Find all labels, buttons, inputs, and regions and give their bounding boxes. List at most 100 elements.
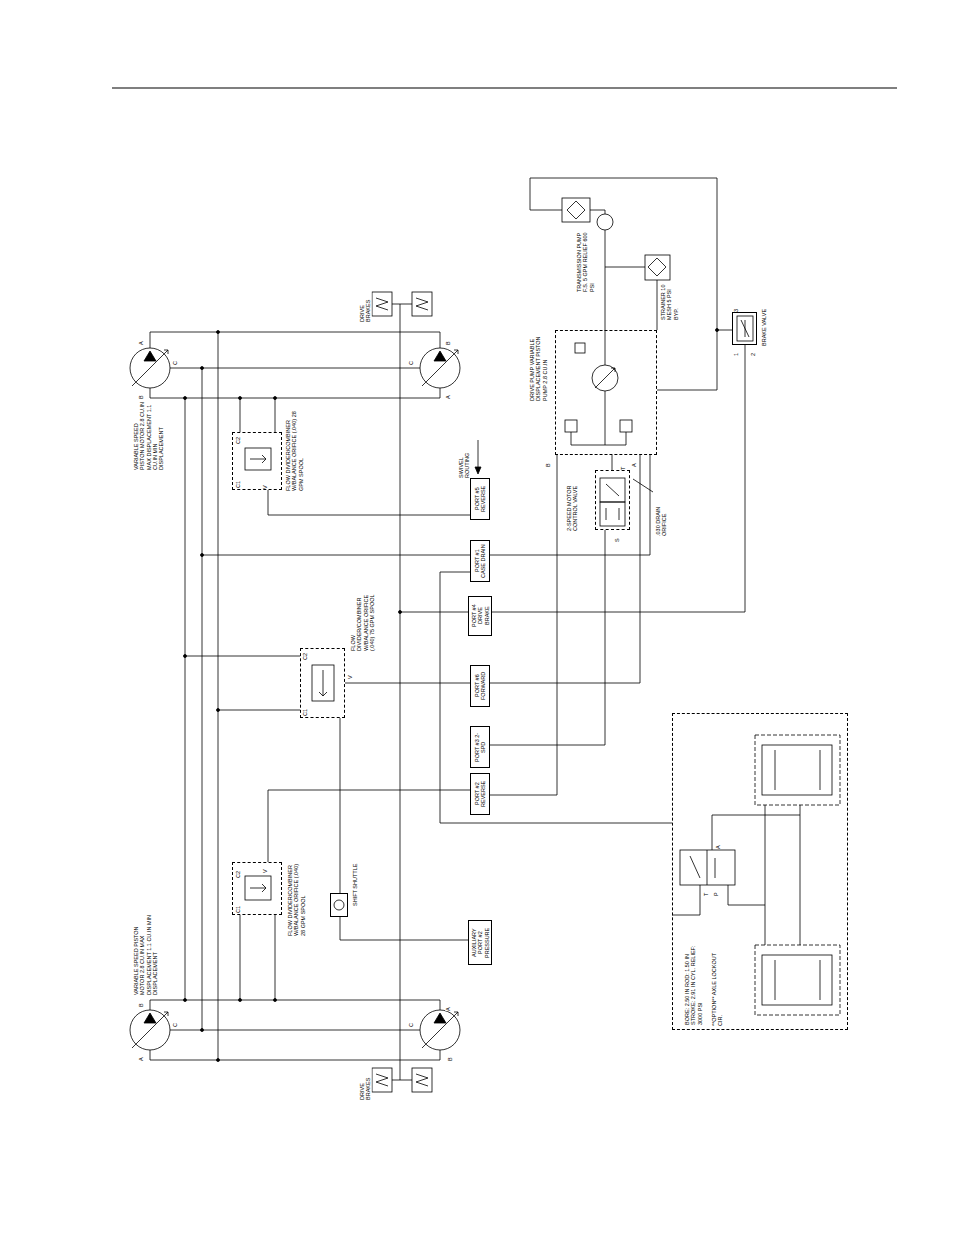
port-label: PORT #3 2-SPD: [474, 728, 487, 766]
port-box: PORT #6 FORWARD: [470, 665, 490, 707]
flow-divider-symbols: [245, 448, 334, 900]
port-letter-text: 3: [733, 303, 739, 312]
port-letter: V: [262, 864, 268, 882]
port-label: PORT #2 REVERSE: [474, 775, 487, 813]
port-letter: C: [408, 356, 414, 374]
annotation-text: VARIABLE SPEED PISTON MOTOR 2.8 CU.IN MA…: [133, 915, 158, 995]
port-letter: C: [172, 1018, 178, 1036]
component-label: **OPTION** AXLE LOCKOUT CIR.: [711, 946, 724, 1026]
port-letter: 2: [750, 347, 756, 365]
port-letter-text: A: [445, 1002, 451, 1011]
port-letter-text: A: [138, 336, 144, 345]
port-letter: A: [138, 336, 144, 354]
component-box: DRIVE PUMP VARIABLE DISPLACEMENT PISTON …: [555, 330, 657, 455]
port-letter: T: [620, 461, 626, 479]
port-letter: V: [262, 480, 268, 498]
port-letter-text: S: [614, 533, 620, 542]
port-letter-text: C: [172, 356, 178, 365]
port-letter: T: [703, 887, 709, 905]
hydraulic-line: [440, 572, 672, 823]
port-letter: A: [445, 390, 451, 408]
port-box: PORT #2 REVERSE: [470, 773, 490, 815]
port-letter-text: 2: [750, 347, 756, 356]
port-letter-text: A: [715, 840, 721, 849]
port-letter-text: P: [713, 887, 719, 896]
component-label: BRAKE VALVE: [761, 291, 767, 346]
annotation-text: BORE: 2.50 IN ROD: 1.50 IN STROKE: 2.91 …: [684, 945, 703, 1025]
port-letter: 3: [733, 303, 739, 321]
port-label: PORT #1 CASE DRAIN: [474, 542, 487, 580]
port-label: PORT #6 FORWARD: [474, 667, 487, 705]
valve-symbols: [475, 316, 753, 526]
port-letter: 1: [733, 347, 739, 365]
piston-motors: [130, 348, 460, 1050]
shuttle-valve-symbol: [334, 900, 344, 910]
port-letter-text: C2: [302, 650, 308, 660]
port-letter-text: B: [138, 390, 144, 399]
port-letter: C1: [235, 903, 241, 921]
annotation: SWIVEL ROUTING: [458, 436, 471, 478]
port-box: PORT #3 2-SPD: [470, 726, 490, 768]
port-letter: B: [545, 458, 551, 476]
annotation: VARIABLE SPEED PISTON MOTOR 2.8 CU.IN MA…: [133, 402, 165, 470]
hydraulic-line: [340, 718, 341, 893]
hydraulic-line: [612, 455, 613, 470]
annotation: STRAINER 10 MESH 5 PSI BYP.: [660, 284, 679, 320]
port-box: PORT #1 CASE DRAIN: [470, 540, 490, 582]
annotation-text: TRANSMISSION PUMP F.S. 5 GPM RELIEF 600 …: [576, 232, 595, 292]
hydraulic-line: [340, 917, 468, 940]
port-letter-text: C1: [302, 706, 308, 716]
component-box: 2-SPEED MOTOR CONTROL VALVE: [595, 470, 630, 530]
port-letter: C: [408, 1018, 414, 1036]
port-letter-text: T: [620, 461, 626, 470]
port-letter-text: C1: [235, 903, 241, 913]
annotation-text: .030 DRAIN ORIFICE: [655, 492, 668, 536]
port-letter-text: T: [703, 887, 709, 896]
hydraulic-line: [345, 683, 470, 684]
annotation: BORE: 2.50 IN ROD: 1.50 IN STROKE: 2.91 …: [684, 945, 703, 1025]
port-label: AUXILIARY PORT #2 PRESSURE: [471, 922, 490, 963]
port-letter: C2: [302, 650, 308, 668]
hydraulic-line: [490, 530, 605, 745]
motor-lines: [150, 331, 470, 1062]
port-letter-text: B: [545, 458, 551, 467]
component-box: SHIFT SHUTTLE: [330, 893, 348, 917]
port-letter: V: [347, 670, 353, 688]
annotation-text: VARIABLE SPEED PISTON MOTOR 2.8 CU.IN MA…: [133, 402, 165, 470]
component-label: SHIFT SHUTTLE: [352, 859, 358, 906]
port-letter-text: A: [445, 390, 451, 399]
annotation: VARIABLE SPEED PISTON MOTOR 2.8 CU.IN MA…: [133, 915, 158, 995]
port-letter-text: C2: [235, 434, 241, 444]
port-letter-text: C: [408, 356, 414, 365]
port-letter-text: C2: [235, 868, 241, 878]
port-letter-text: V: [262, 480, 268, 489]
component-label: FLOW DIVIDER/COMBINER W/BALANCE ORIFICE …: [285, 403, 304, 491]
annotation: DRIVE BRAKES: [359, 1062, 372, 1100]
port-letter: A: [631, 458, 637, 476]
port-letter-text: B: [138, 998, 144, 1007]
port-letter-text: B: [447, 1052, 453, 1061]
port-letter: S: [614, 533, 620, 551]
port-letter-text: C: [172, 1018, 178, 1027]
port-letter: B: [445, 336, 451, 354]
component-label: FLOW DIVIDER/COMBINER W/BALANCE ORIFICE …: [350, 586, 375, 651]
annotation-text: DRIVE BRAKES: [359, 284, 372, 322]
port-letter: B: [447, 1052, 453, 1070]
port-letter: C2: [235, 868, 241, 886]
port-letter-text: A: [631, 458, 637, 467]
port-letter: A: [715, 840, 721, 858]
annotation: DRIVE BRAKES: [359, 284, 372, 322]
port-letter-text: V: [262, 864, 268, 873]
hydraulic-line: [268, 490, 470, 515]
annotation-text: STRAINER 10 MESH 5 PSI BYP.: [660, 284, 679, 320]
component-label: 2-SPEED MOTOR CONTROL VALVE: [566, 471, 579, 531]
annotation-text: DRIVE BRAKES: [359, 1062, 372, 1100]
port-letter: C2: [235, 434, 241, 452]
port-label: PORT #4 DRIVE BRAKE: [471, 598, 490, 634]
port-letter-text: 1: [733, 347, 739, 356]
port-letter: P: [713, 887, 719, 905]
hydraulic-line: [490, 455, 557, 795]
port-letter: B: [138, 998, 144, 1016]
port-letter: C1: [235, 478, 241, 496]
port-box: PORT #4 DRIVE BRAKE: [468, 596, 492, 636]
